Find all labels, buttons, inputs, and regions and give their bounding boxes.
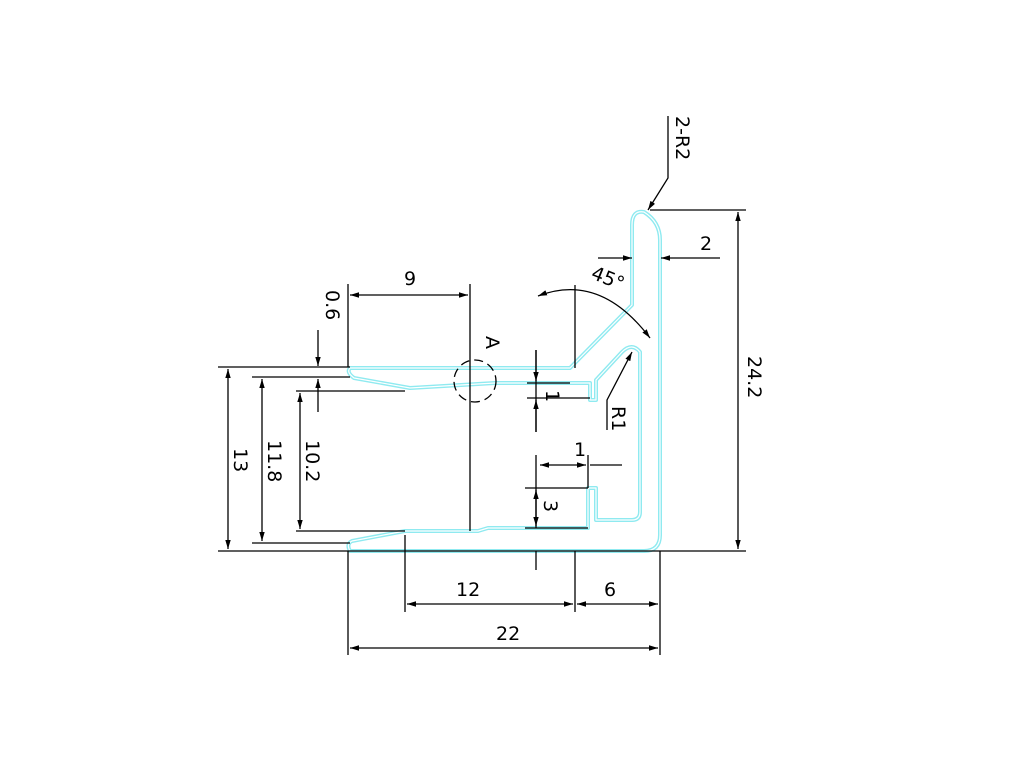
- label-top-offset: 2: [700, 233, 712, 255]
- dimension-lines: [225, 116, 741, 651]
- label-height-13: 13: [229, 448, 251, 472]
- dimension-labels: 2-R2 2 45° 9 0.6 A 24.2 1 R1 1 3 13 11.8…: [229, 116, 765, 645]
- extension-lines: [218, 209, 746, 655]
- label-step-small: 1: [541, 390, 563, 402]
- label-slot-depth: 3: [539, 500, 561, 512]
- label-width-top: 9: [404, 268, 416, 290]
- label-thickness: 0.6: [321, 290, 343, 320]
- label-height-total: 24.2: [743, 356, 765, 398]
- label-radius-inner: R1: [607, 406, 629, 431]
- label-height-11-8: 11.8: [263, 440, 285, 482]
- label-bottom-6: 6: [604, 579, 616, 601]
- profile-outline: [346, 209, 662, 553]
- label-bottom-12: 12: [456, 579, 480, 601]
- label-angle: 45°: [588, 262, 627, 295]
- label-detail: A: [481, 336, 503, 349]
- label-radius-outer: 2-R2: [671, 116, 693, 160]
- label-bottom-22: 22: [496, 623, 520, 645]
- label-wall: 1: [574, 439, 586, 461]
- label-height-10-2: 10.2: [301, 440, 323, 482]
